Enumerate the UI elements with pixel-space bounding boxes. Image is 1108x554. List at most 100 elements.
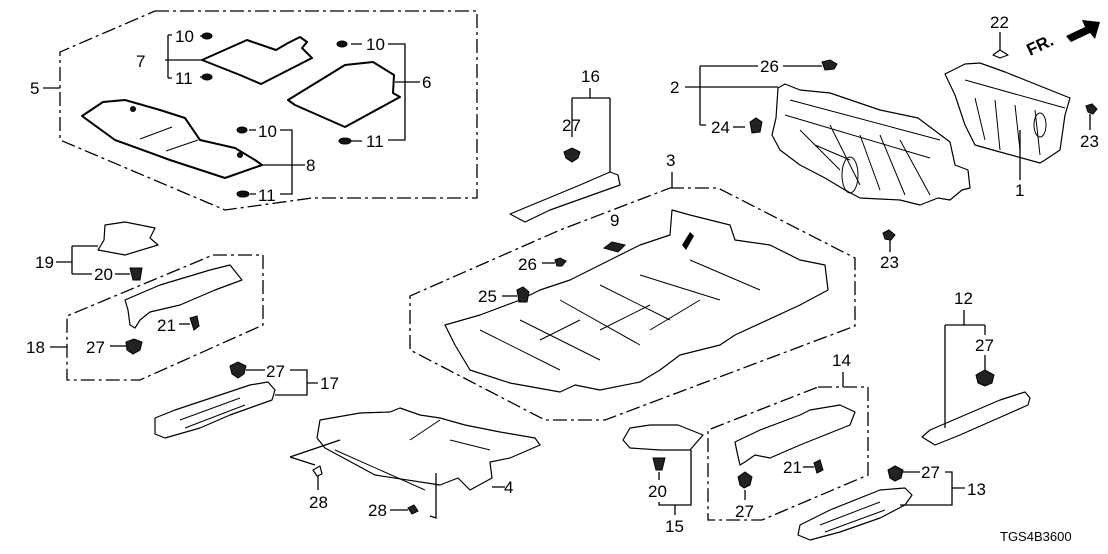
group-17-garnish: 27 17 <box>154 361 339 439</box>
callout-23: 23 <box>1080 132 1099 151</box>
group-1-insulator: 1 22 23 <box>944 13 1099 200</box>
clip-21-icon <box>813 459 824 474</box>
clip-11-icon <box>201 73 213 81</box>
callout-1: 1 <box>1015 181 1024 200</box>
part-8-rear-mat[interactable] <box>81 99 263 179</box>
callout-27: 27 <box>86 338 105 357</box>
part-17-garnish[interactable] <box>154 381 276 439</box>
clip-27-icon <box>563 147 581 163</box>
part-13-garnish[interactable] <box>797 487 913 541</box>
clip-23-lower: 23 <box>880 229 899 272</box>
part-16-sill-garnish[interactable] <box>509 171 621 223</box>
clip-27-icon <box>125 338 143 355</box>
callout-27: 27 <box>735 502 754 521</box>
clip-20-icon <box>129 267 143 281</box>
part-7-front-mat[interactable] <box>201 36 313 85</box>
callout-9: 9 <box>610 211 619 230</box>
clip-28-icon <box>407 504 419 515</box>
callout-10: 10 <box>366 35 385 54</box>
front-arrow-icon <box>1066 20 1100 42</box>
part-1-insulator[interactable] <box>944 62 1071 164</box>
callout-2: 2 <box>670 78 679 97</box>
clip-23-icon <box>882 229 896 241</box>
callout-27: 27 <box>266 362 285 381</box>
group-19-cover: 19 20 <box>35 221 159 284</box>
part-3-floor-carpet[interactable] <box>444 209 829 393</box>
callout-11: 11 <box>258 186 276 205</box>
clip-25-icon <box>516 286 530 303</box>
clip-24-icon <box>749 117 763 134</box>
callout-17: 17 <box>320 374 339 393</box>
group-2-dashboard-insulator: 2 26 24 <box>670 57 971 206</box>
clip-9-icon <box>602 241 626 253</box>
callout-22: 22 <box>990 13 1009 32</box>
callout-27: 27 <box>921 463 940 482</box>
clip-11-icon <box>236 190 250 198</box>
clip-27-icon <box>887 465 904 482</box>
clip-10-icon <box>236 126 248 134</box>
part-14-sill-garnish[interactable] <box>734 404 856 466</box>
callout-11: 11 <box>366 132 384 151</box>
group-16-sill-garnish: 16 27 <box>509 67 621 223</box>
group-5-floor-mat-set: 5 7 10 11 10 6 11 10 8 11 <box>30 10 478 211</box>
part-18-sill-garnish[interactable] <box>124 264 243 329</box>
callout-8: 8 <box>306 156 315 175</box>
part-19-cover[interactable] <box>97 221 159 256</box>
callout-27: 27 <box>562 116 581 135</box>
part-15-cover[interactable] <box>622 424 704 451</box>
callout-19: 19 <box>35 253 54 272</box>
callout-16: 16 <box>581 67 600 86</box>
clip-10-icon <box>336 40 348 48</box>
group-3-floor-carpet: 3 9 26 25 <box>409 151 856 421</box>
callout-10: 10 <box>258 122 277 141</box>
group-15-cover: 20 15 <box>622 424 704 536</box>
part-4-rear-carpet[interactable] <box>316 407 541 491</box>
group-13-garnish: 27 13 <box>797 463 986 541</box>
callout-14: 14 <box>832 351 851 370</box>
callout-11: 11 <box>175 69 193 88</box>
diagram-code: TGS4B3600 <box>1000 529 1072 544</box>
front-label: FR. <box>1024 31 1057 60</box>
group-14-sill-garnish: 14 21 27 <box>707 351 869 521</box>
callout-18: 18 <box>26 338 45 357</box>
callout-20: 20 <box>648 482 667 501</box>
front-direction-indicator: FR. <box>1024 20 1100 60</box>
callout-4: 4 <box>504 478 513 497</box>
callout-28: 28 <box>309 493 328 512</box>
clip-11-icon <box>338 137 352 145</box>
callout-6: 6 <box>422 73 431 92</box>
part-2-dashboard-insulator[interactable] <box>771 83 971 206</box>
callout-24: 24 <box>711 118 730 137</box>
callout-26: 26 <box>760 57 779 76</box>
callout-25: 25 <box>478 287 497 306</box>
callout-15: 15 <box>665 517 684 536</box>
clip-27-icon <box>737 471 753 489</box>
callout-27: 27 <box>975 336 994 355</box>
callout-13: 13 <box>967 480 986 499</box>
group-18-sill-garnish: 18 21 27 <box>26 254 264 381</box>
group-4-rear-carpet: 4 28 28 <box>289 407 541 520</box>
clip-27-icon <box>229 361 247 379</box>
callout-21: 21 <box>783 458 802 477</box>
part-12-sill-garnish[interactable] <box>921 391 1031 446</box>
callout-21: 21 <box>157 316 176 335</box>
clip-26-icon <box>821 59 838 71</box>
clip-22-icon <box>992 49 1009 59</box>
callout-12: 12 <box>954 289 973 308</box>
clip-28-icon <box>312 465 323 477</box>
clip-23-icon <box>1085 103 1098 115</box>
clip-10-icon <box>201 32 213 40</box>
clip-21-icon <box>189 315 200 331</box>
callout-26: 26 <box>518 255 537 274</box>
callout-5: 5 <box>30 79 39 98</box>
callout-23: 23 <box>880 253 899 272</box>
clip-26-icon <box>554 257 567 267</box>
clip-20-icon <box>652 457 666 471</box>
callout-10: 10 <box>175 27 194 46</box>
part-6-mat[interactable] <box>287 61 401 128</box>
callout-3: 3 <box>666 151 675 170</box>
clip-27-icon <box>975 369 995 387</box>
group-12-sill-garnish: 12 27 <box>921 289 1031 446</box>
callout-7: 7 <box>136 52 145 71</box>
